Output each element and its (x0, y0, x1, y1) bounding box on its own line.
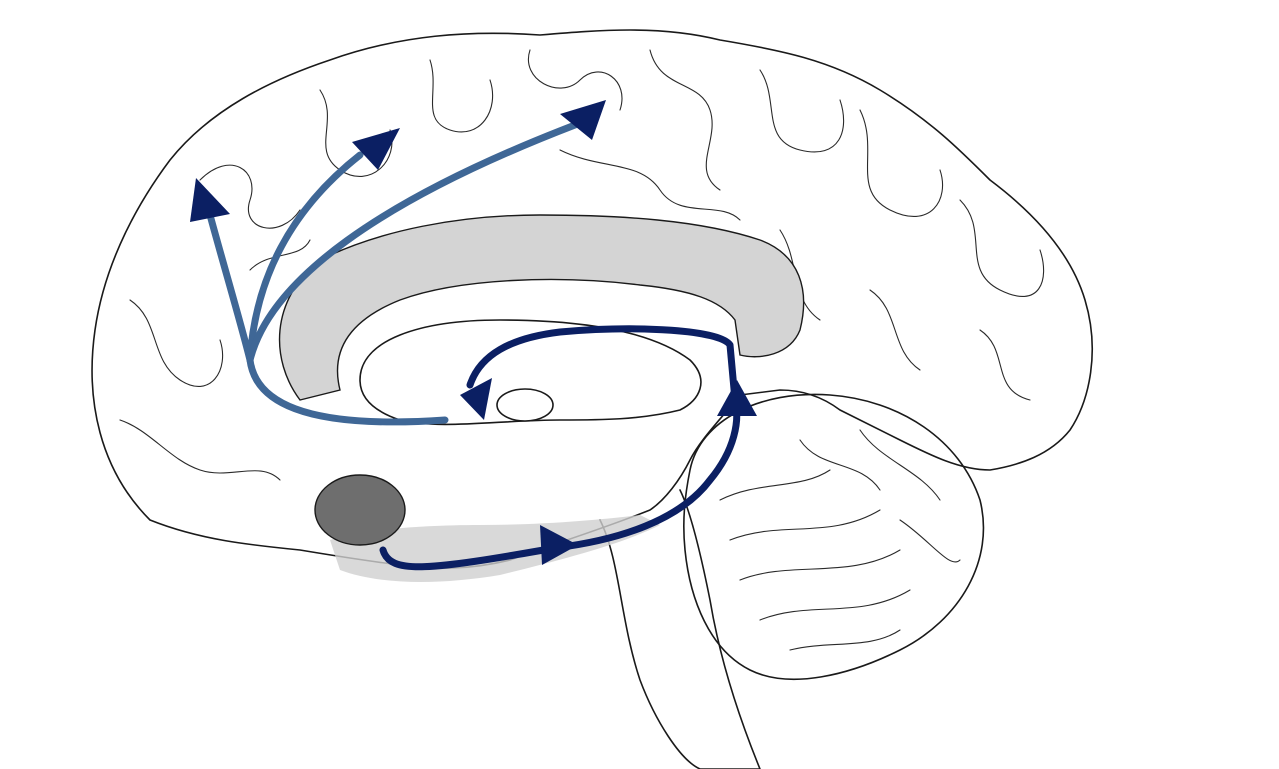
projection-to-frontal-pole (206, 211, 254, 364)
cerebellum (683, 393, 985, 681)
amygdala (314, 474, 406, 546)
corpus-callosum (278, 214, 805, 401)
projection-base (246, 356, 449, 426)
arrowhead-loop-up (717, 380, 757, 416)
arrowhead-superior-frontal (352, 128, 400, 170)
cerebellum-folia (719, 429, 961, 651)
projection-to-cingulate-parietal (246, 121, 579, 364)
projection-to-superior-frontal (246, 151, 364, 364)
interthalamic-adhesion (496, 388, 554, 422)
brainstem (599, 489, 761, 769)
loop-circuit (379, 325, 741, 571)
arrowhead-loop-forward (540, 525, 578, 565)
arrowhead-cingulate-parietal (560, 100, 606, 140)
arrowhead-loop-end (460, 378, 492, 420)
arrowhead-frontal-pole (190, 178, 230, 222)
